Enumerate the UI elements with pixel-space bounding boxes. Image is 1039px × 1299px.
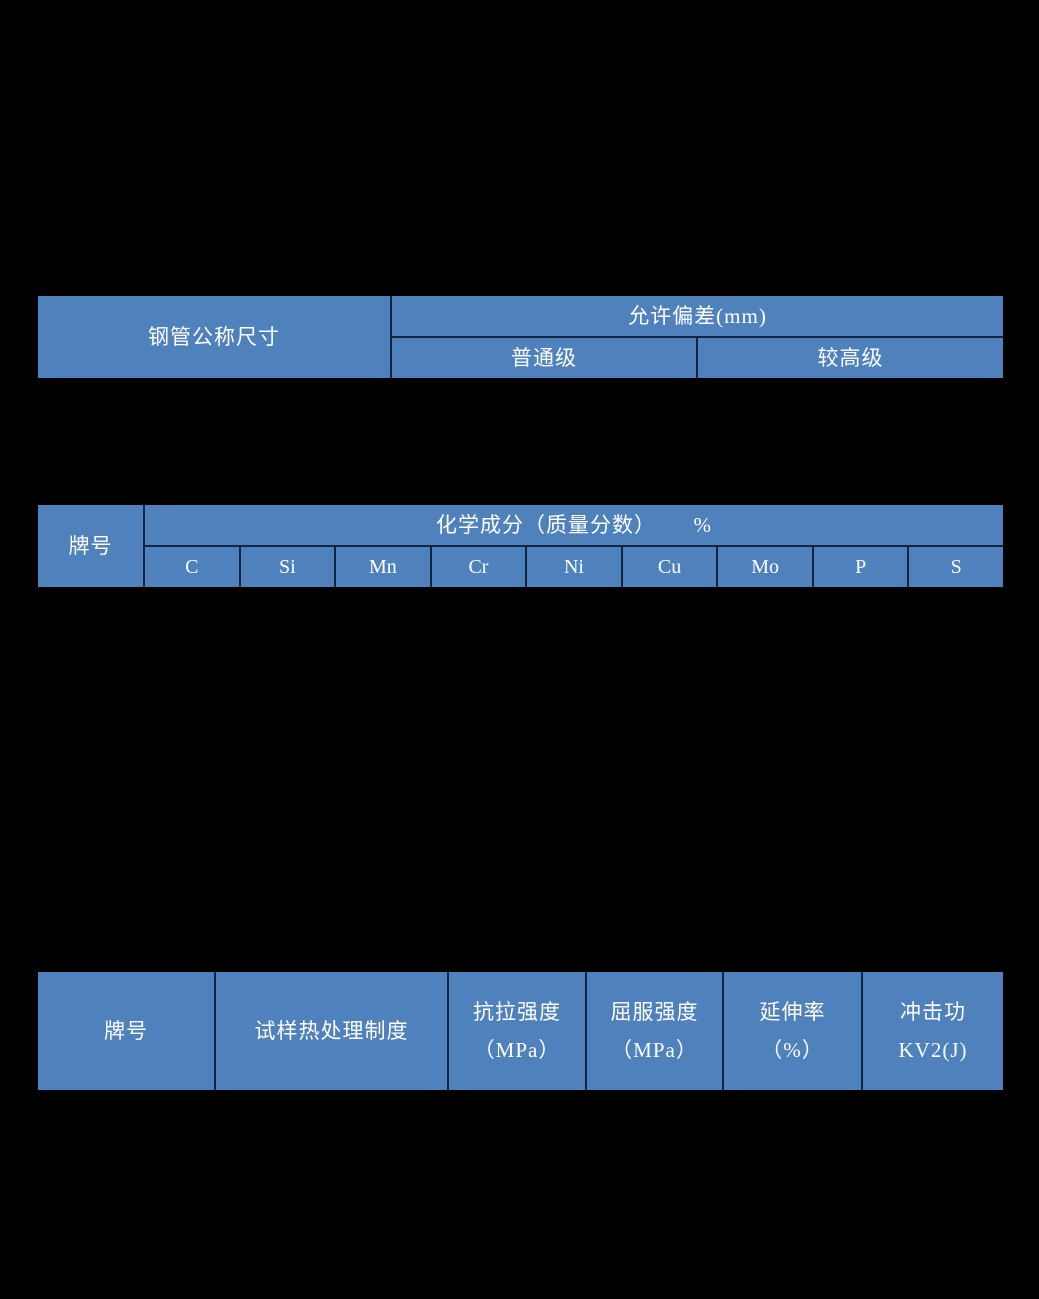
grade-header-cell: 牌号 xyxy=(38,505,143,587)
composition-header-cell: 化学成分（质量分数） % xyxy=(145,505,1003,545)
element-header-cu: Cu xyxy=(622,547,717,587)
yield-strength-unit: （MPa） xyxy=(611,1038,698,1062)
pipe-size-header-cell: 钢管公称尺寸 xyxy=(38,296,390,378)
heat-treatment-label: 试样热处理制度 xyxy=(254,1019,409,1043)
elongation-header-cell: 延伸率 （%） xyxy=(724,972,861,1090)
tensile-strength-label: 抗拉强度 xyxy=(473,1000,561,1024)
tolerance-header-cell: 允许偏差(mm) xyxy=(392,296,1003,336)
mech-grade-label: 牌号 xyxy=(104,1019,148,1043)
higher-grade-header-cell: 较高级 xyxy=(698,338,1003,378)
elongation-unit: （%） xyxy=(761,1038,824,1062)
element-header-c: C xyxy=(145,547,239,587)
impact-energy-header-cell: 冲击功 KV2(J) xyxy=(863,972,1003,1090)
element-header-ni: Ni xyxy=(527,547,621,587)
heat-treatment-header-cell: 试样热处理制度 xyxy=(216,972,447,1090)
element-header-s: S xyxy=(909,547,1003,587)
element-header-cr: Cr xyxy=(431,547,526,587)
ordinary-grade-header-cell: 普通级 xyxy=(392,338,696,378)
chemical-composition-table: 牌号 化学成分（质量分数） % C Si Mn Cr Ni Cu Mo P S xyxy=(38,505,1003,587)
impact-energy-label: 冲击功 xyxy=(900,1000,966,1024)
element-header-p: P xyxy=(813,547,908,587)
tensile-strength-unit: （MPa） xyxy=(473,1038,561,1062)
elongation-label: 延伸率 xyxy=(759,1000,826,1024)
element-header-mo: Mo xyxy=(718,547,812,587)
yield-strength-label: 屈服强度 xyxy=(610,1000,699,1024)
yield-strength-header-cell: 屈服强度 （MPa） xyxy=(587,972,722,1090)
element-header-si: Si xyxy=(240,547,335,587)
pipe-tolerance-table: 钢管公称尺寸 允许偏差(mm) 普通级 较高级 xyxy=(38,296,1003,378)
mech-grade-header-cell: 牌号 xyxy=(38,972,214,1090)
mechanical-properties-table: 牌号 试样热处理制度 抗拉强度 （MPa） 屈服强度 （MPa） 延伸率 （%）… xyxy=(38,972,1003,1090)
element-header-row: C Si Mn Cr Ni Cu Mo P S xyxy=(145,547,1003,587)
impact-energy-unit: KV2(J) xyxy=(898,1038,968,1062)
tensile-strength-header-cell: 抗拉强度 （MPa） xyxy=(449,972,585,1090)
element-header-mn: Mn xyxy=(336,547,430,587)
